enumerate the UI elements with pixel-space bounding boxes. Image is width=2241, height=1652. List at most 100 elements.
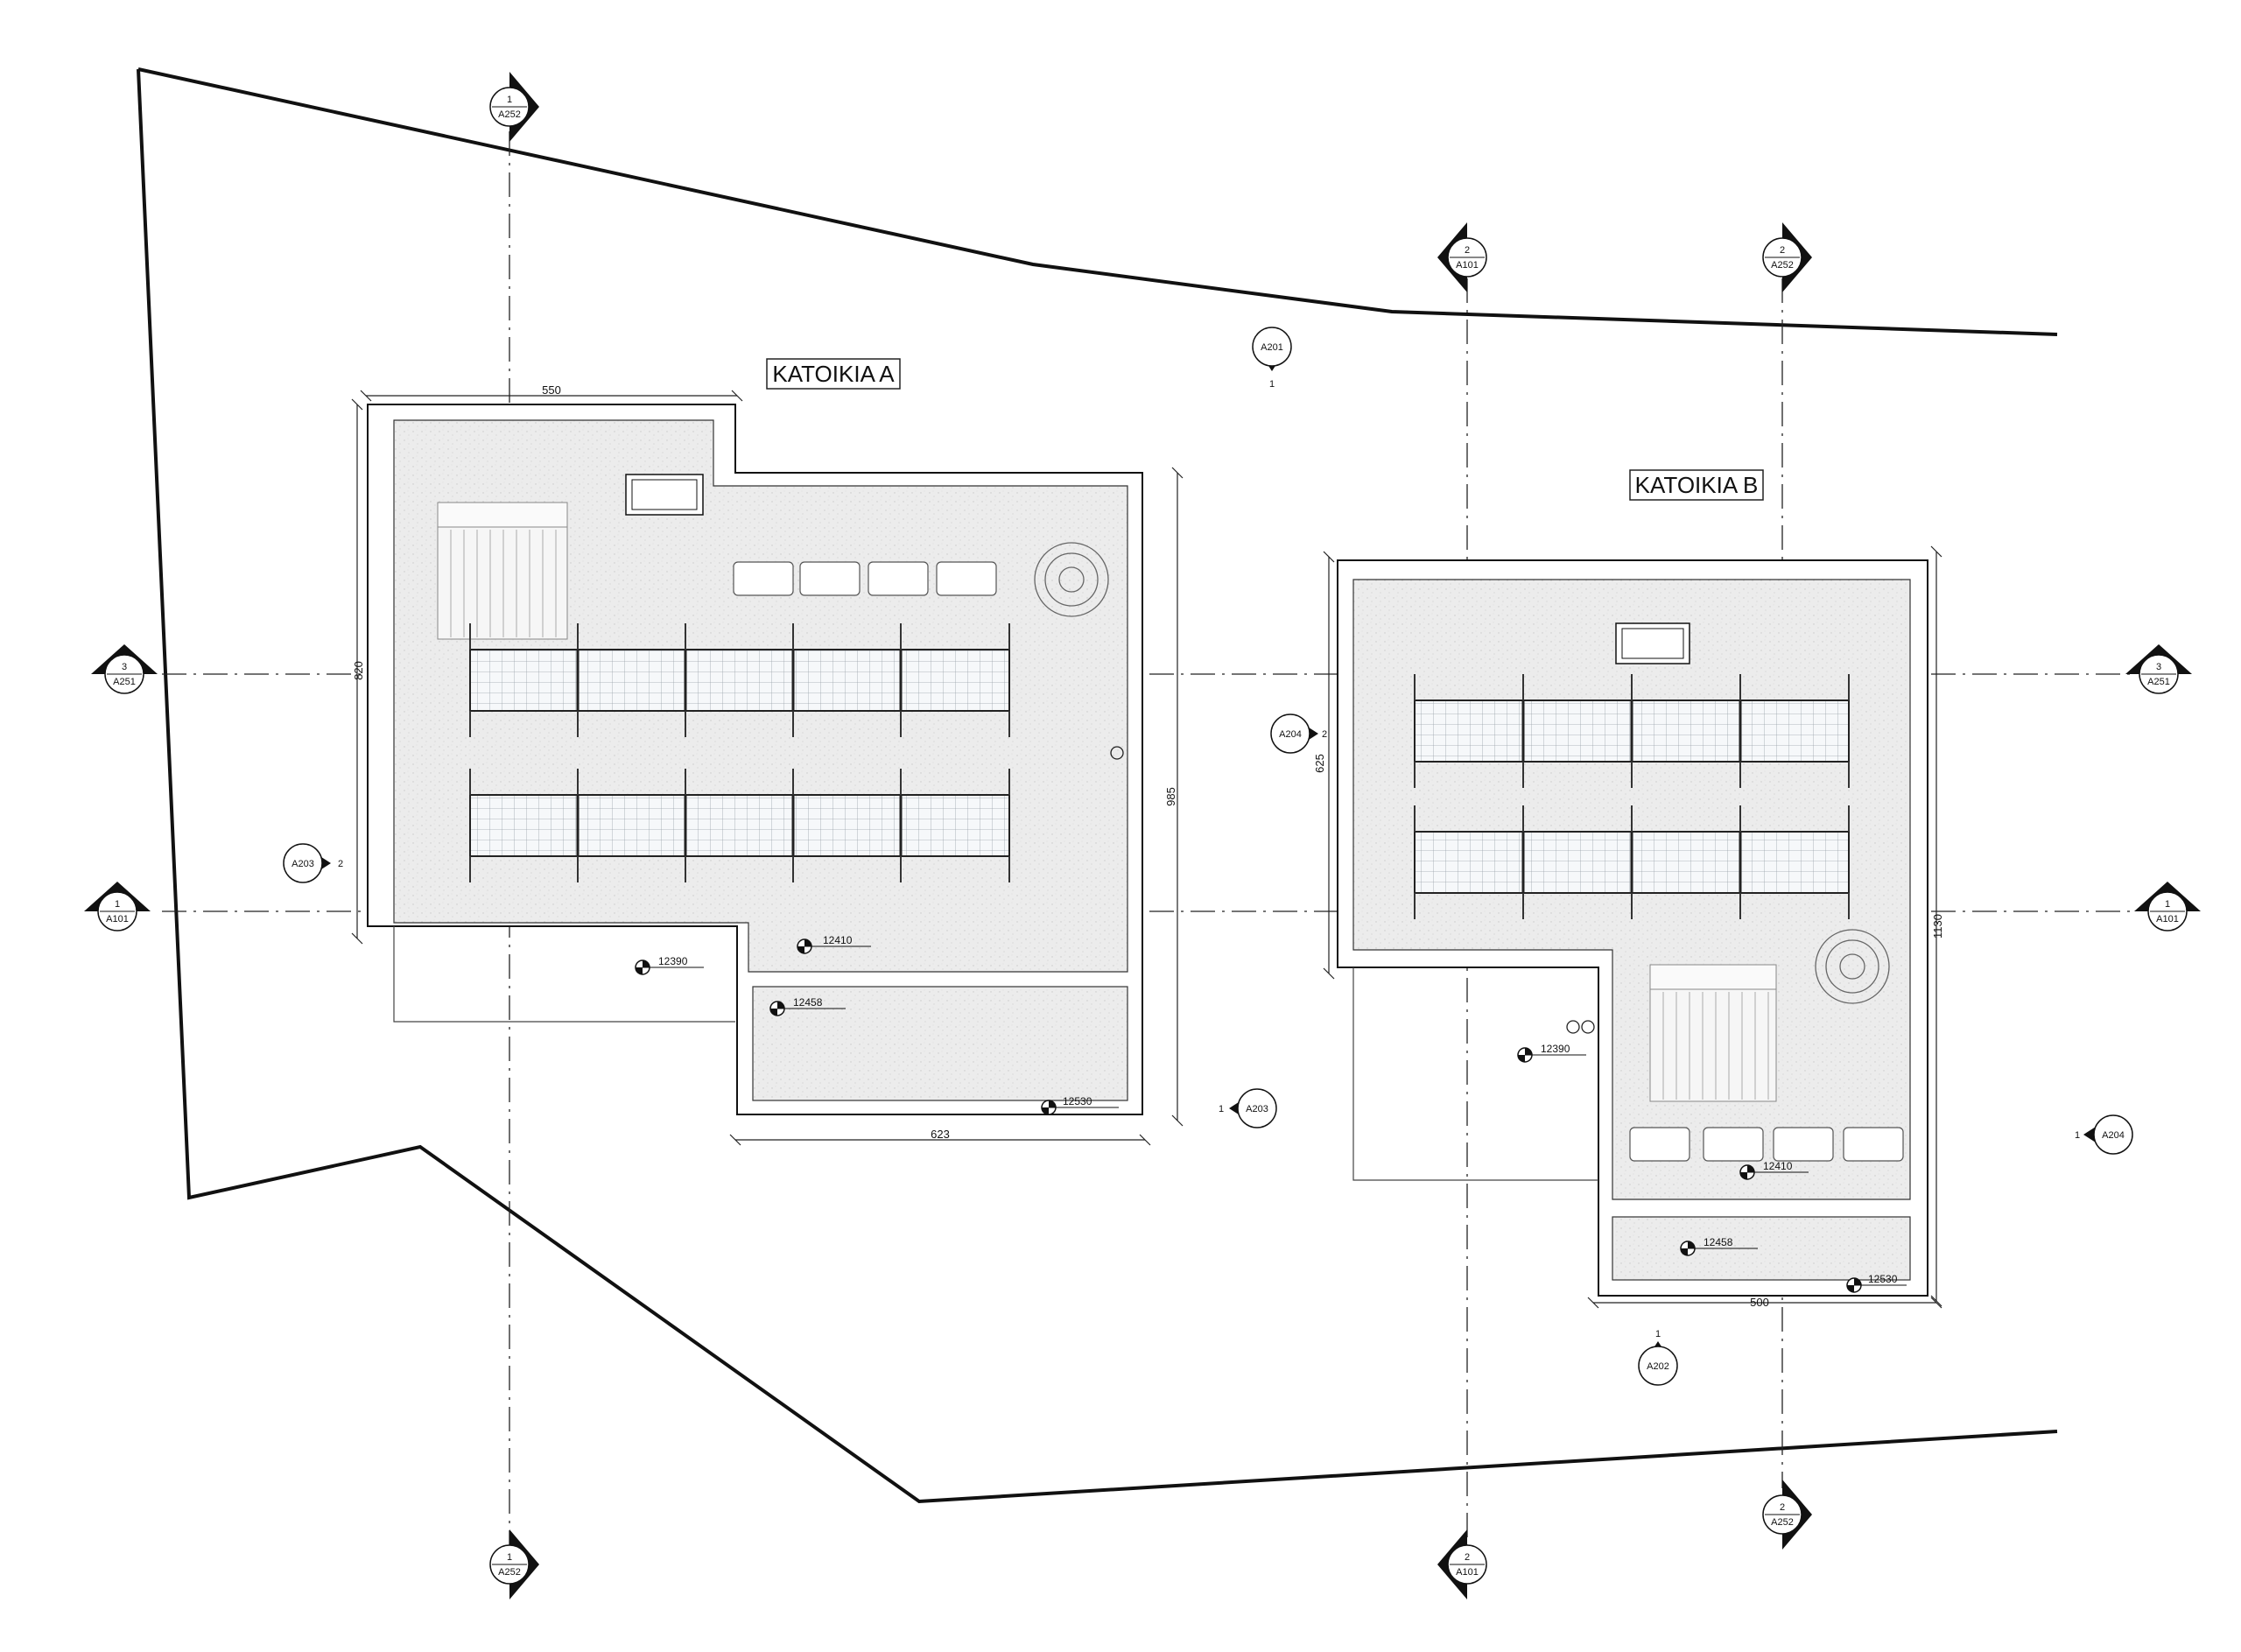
svg-text:A101: A101 <box>106 914 129 924</box>
section-marker-1-top[interactable]: 1 A252 <box>489 72 539 142</box>
svg-text:A201: A201 <box>1261 342 1283 353</box>
building-b: KATOIKIA B 625 1130 500 12390 12410 <box>1313 469 1944 1309</box>
roof-vent[interactable] <box>1034 542 1109 617</box>
section-marker-1-right[interactable]: 1 A101 <box>2134 882 2201 931</box>
level-b-1-text: 12390 <box>1541 1043 1570 1055</box>
dim-a-left: 820 <box>352 661 365 680</box>
svg-text:1: 1 <box>1655 1329 1661 1339</box>
elevation-tag-a203-left[interactable]: A203 2 <box>283 843 343 883</box>
building-a-lower-roof[interactable] <box>752 986 1128 1101</box>
svg-text:A252: A252 <box>1771 1517 1794 1528</box>
svg-text:1: 1 <box>1269 379 1275 390</box>
level-marker-b-1: 12390 <box>1517 1043 1586 1063</box>
svg-text:A252: A252 <box>498 109 521 120</box>
level-b-2-text: 12410 <box>1763 1160 1793 1172</box>
elevation-tag-a203-right[interactable]: A203 1 <box>1219 1088 1277 1128</box>
svg-text:A251: A251 <box>113 677 136 687</box>
svg-text:A252: A252 <box>498 1567 521 1578</box>
dim-a-right: 985 <box>1164 787 1177 806</box>
svg-text:1: 1 <box>2075 1130 2080 1141</box>
svg-text:3: 3 <box>122 662 127 672</box>
svg-text:A204: A204 <box>1279 729 1302 740</box>
svg-text:A204: A204 <box>2102 1130 2125 1141</box>
pv-array-b-row1[interactable] <box>1414 674 1850 788</box>
ac-units-b[interactable] <box>1629 1127 1904 1162</box>
dim-a-bottom: 623 <box>931 1128 950 1141</box>
dim-a-top: 550 <box>542 383 561 397</box>
site-boundary <box>137 67 2058 336</box>
section-marker-3-bottom[interactable]: 2 A252 <box>1762 1480 1812 1550</box>
building-a: KATOIKIA A 550 820 985 623 12410 1239 <box>351 358 1184 1146</box>
solar-water-heater-b[interactable] <box>1649 964 1777 1102</box>
building-b-title: KATOIKIA B <box>1635 472 1759 498</box>
elevation-tag-a204-right[interactable]: A204 1 <box>2075 1114 2133 1155</box>
dimension-lines-b <box>1323 545 1942 1309</box>
section-marker-3-right[interactable]: 3 A251 <box>2125 644 2192 694</box>
pv-array-a-row1[interactable] <box>469 623 1010 737</box>
level-marker-a-4: 12530 <box>1041 1095 1119 1115</box>
elevation-tag-a201[interactable]: A201 1 <box>1252 327 1292 390</box>
section-marker-1-bottom[interactable]: 1 A252 <box>489 1529 539 1599</box>
svg-text:2: 2 <box>338 859 343 869</box>
svg-text:A203: A203 <box>1246 1104 1268 1114</box>
svg-text:1: 1 <box>2165 899 2170 910</box>
elevation-tag-a204-left[interactable]: A204 2 <box>1270 714 1327 754</box>
svg-text:1: 1 <box>507 1552 512 1563</box>
svg-text:2: 2 <box>1465 1552 1470 1563</box>
svg-text:1: 1 <box>115 899 120 910</box>
dim-b-left: 625 <box>1313 754 1326 773</box>
elevation-tag-a202[interactable]: A202 1 <box>1638 1329 1678 1386</box>
level-marker-a-2: 12390 <box>635 955 704 975</box>
svg-text:A251: A251 <box>2147 677 2170 687</box>
section-marker-3-left[interactable]: 3 A251 <box>91 644 158 694</box>
ac-units[interactable] <box>733 561 997 596</box>
svg-text:A101: A101 <box>1456 260 1479 271</box>
svg-text:A203: A203 <box>292 859 314 869</box>
roof-vent-b[interactable] <box>1815 929 1890 1004</box>
building-a-title: KATOIKIA A <box>772 361 895 387</box>
svg-text:A202: A202 <box>1647 1361 1669 1372</box>
solar-water-heater[interactable] <box>437 502 568 640</box>
section-marker-3-top[interactable]: 2 A252 <box>1762 222 1812 292</box>
level-b-4-text: 12530 <box>1868 1273 1898 1285</box>
drain-points-b <box>1566 1020 1595 1034</box>
level-marker-b-3: 12458 <box>1680 1236 1758 1256</box>
building-a-terrace-outline <box>393 926 735 1023</box>
skylight[interactable] <box>625 474 704 516</box>
site-boundary-west <box>137 68 2058 1504</box>
level-a-4-text: 12530 <box>1063 1095 1092 1107</box>
building-b-terrace-outline <box>1352 967 1598 1181</box>
level-b-3-text: 12458 <box>1704 1236 1733 1248</box>
level-marker-b-2: 12410 <box>1739 1160 1809 1180</box>
svg-text:2: 2 <box>1322 729 1327 740</box>
level-marker-b-4: 12530 <box>1846 1273 1907 1293</box>
drain-point <box>1110 746 1124 760</box>
section-marker-2-bottom[interactable]: 2 A101 <box>1437 1529 1487 1599</box>
dimension-lines-a <box>351 390 1184 1146</box>
section-marker-1-left[interactable]: 1 A101 <box>84 882 151 931</box>
svg-text:A101: A101 <box>1456 1567 1479 1578</box>
svg-text:A252: A252 <box>1771 260 1794 271</box>
building-b-title-box <box>1629 469 1764 501</box>
dim-b-bottom: 500 <box>1750 1296 1769 1309</box>
dim-b-right: 1130 <box>1931 914 1944 938</box>
svg-text:1: 1 <box>1219 1104 1224 1114</box>
section-marker-2-top[interactable]: 2 A101 <box>1437 222 1487 292</box>
level-marker-a-3: 12458 <box>769 996 846 1016</box>
pv-array-a-row2[interactable] <box>469 769 1010 882</box>
level-a-2-text: 12390 <box>658 955 688 967</box>
building-a-title-box <box>766 358 901 390</box>
building-b-lower-roof[interactable] <box>1612 1216 1911 1281</box>
svg-text:2: 2 <box>1780 1502 1785 1513</box>
svg-text:A101: A101 <box>2156 914 2179 924</box>
svg-text:2: 2 <box>1465 245 1470 256</box>
svg-text:2: 2 <box>1780 245 1785 256</box>
level-a-1-text: 12410 <box>823 934 853 946</box>
skylight-b[interactable] <box>1615 622 1690 664</box>
svg-text:1: 1 <box>507 95 512 105</box>
level-marker-a-1: 12410 <box>797 934 871 954</box>
pv-array-b-row2[interactable] <box>1414 805 1850 919</box>
level-a-3-text: 12458 <box>793 996 823 1009</box>
svg-text:3: 3 <box>2156 662 2161 672</box>
